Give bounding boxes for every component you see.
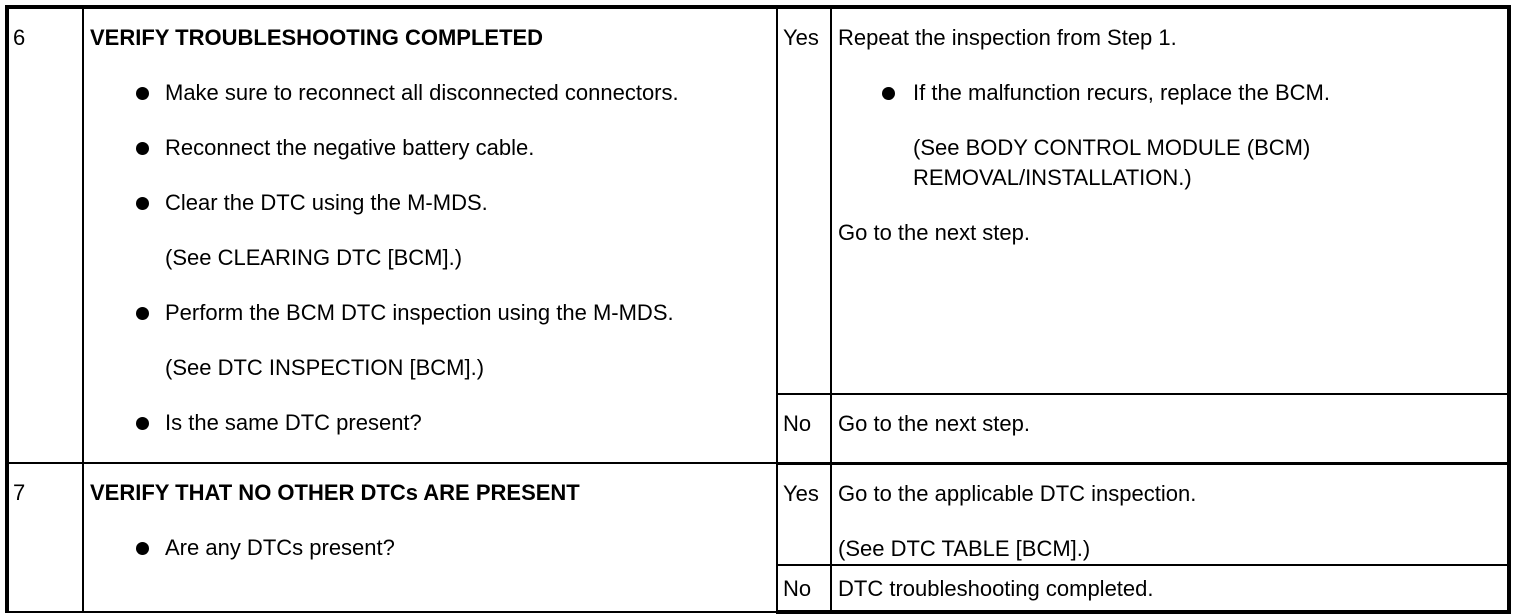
result-line: Go to the next step. xyxy=(838,220,1031,245)
inspection-reference: (See CLEARING DTC [BCM].) xyxy=(165,245,463,270)
bullet-icon xyxy=(136,307,149,320)
inspection-cell: VERIFY THAT NO OTHER DTCs ARE PRESENT Ar… xyxy=(82,462,778,613)
inspection-cell: VERIFY TROUBLESHOOTING COMPLETED Make su… xyxy=(82,5,778,464)
step-title: VERIFY TROUBLESHOOTING COMPLETED xyxy=(90,25,544,50)
inspection-item: Reconnect the negative battery cable. xyxy=(90,133,776,163)
inspection-item: Clear the DTC using the M-MDS. xyxy=(90,188,776,218)
inspection-item: Make sure to reconnect all disconnected … xyxy=(90,78,776,108)
result-cell: DTC troubleshooting completed. xyxy=(830,563,1511,614)
result-reference: (See BODY CONTROL MODULE (BCM) REMOVAL/I… xyxy=(913,135,1311,190)
step-6-row-no: No Go to the next step. xyxy=(7,393,1511,464)
result-line: Repeat the inspection from Step 1. xyxy=(838,25,1177,50)
bullet-icon xyxy=(136,197,149,210)
result-line: Go to the applicable DTC inspection. xyxy=(838,480,1197,506)
inspection-item: Perform the BCM DTC inspection using the… xyxy=(90,298,776,328)
inspection-item: Is the same DTC present? xyxy=(90,408,776,438)
bullet-icon xyxy=(136,542,149,555)
result-item: If the malfunction recurs, replace the B… xyxy=(838,78,1507,108)
step-number: 6 xyxy=(5,5,84,464)
result-cell: Go to the next step. xyxy=(830,393,1511,464)
result-cell: Repeat the inspection from Step 1. If th… xyxy=(830,5,1511,395)
troubleshooting-table: 6 VERIFY TROUBLESHOOTING COMPLETED Make … xyxy=(5,5,1511,614)
inspection-item: Are any DTCs present? xyxy=(90,533,776,563)
result-reference: (See DTC TABLE [BCM].) xyxy=(838,535,1091,561)
step-number: 7 xyxy=(5,462,84,613)
answer-yes: Yes xyxy=(776,5,832,395)
bullet-icon xyxy=(136,87,149,100)
answer-no: No xyxy=(776,393,832,464)
bullet-icon xyxy=(136,417,149,430)
bullet-icon xyxy=(882,87,895,100)
answer-yes: Yes xyxy=(776,461,832,566)
step-title: VERIFY THAT NO OTHER DTCs ARE PRESENT xyxy=(90,480,580,505)
step-6-row-yes: 6 VERIFY TROUBLESHOOTING COMPLETED Make … xyxy=(5,5,1511,464)
answer-no: No xyxy=(776,563,832,614)
step-7-row-yes: 7 VERIFY THAT NO OTHER DTCs ARE PRESENT … xyxy=(5,461,1511,613)
result-line: Go to the next step. xyxy=(838,411,1031,436)
bullet-icon xyxy=(136,142,149,155)
inspection-reference: (See DTC INSPECTION [BCM].) xyxy=(165,355,485,380)
result-cell: Go to the applicable DTC inspection. (Se… xyxy=(830,461,1511,566)
result-line: DTC troubleshooting completed. xyxy=(838,575,1154,601)
